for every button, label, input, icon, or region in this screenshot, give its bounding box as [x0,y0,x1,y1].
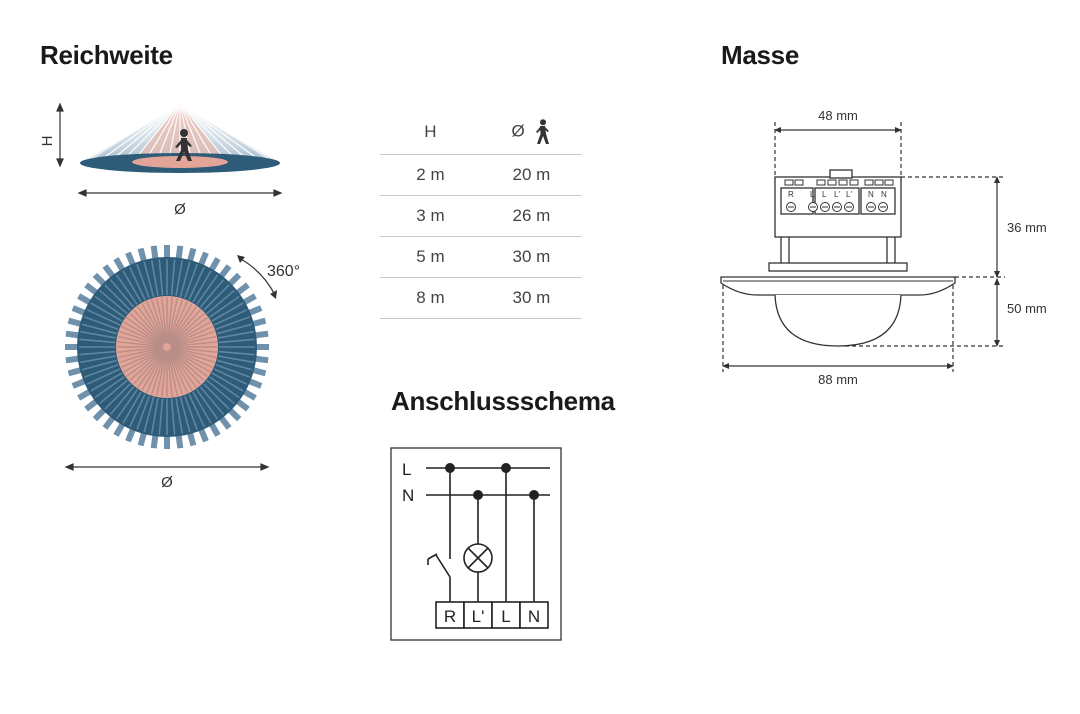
terminal-label: L' [846,190,852,199]
height-label: H [39,136,56,147]
header-diameter: Ø [481,110,582,155]
switch-icon [427,553,451,578]
line-label-l: L [402,460,411,479]
heading-dimensions: Masse [721,40,799,70]
top-diameter-arrow [64,463,270,471]
range-table: H Ø 2 m 20 m 3 m 26 m 5 m 30 m [380,110,582,319]
line-label-n: N [402,486,414,505]
terminal-label: L' [834,190,840,199]
width-top-label: 48 mm [818,108,858,123]
row-height: 2 m [380,154,481,196]
wiring-diagram: L N R L' L N [390,447,562,641]
terminal-label: N [868,190,874,199]
terminal-labels: R L L L' L' N N [788,190,887,199]
table-row: 8 m 30 m [380,277,582,319]
row-diameter: 30 m [480,236,582,278]
terminal-l-prime: L' [472,607,485,626]
row-height: 3 m [380,195,481,237]
table-row: 2 m 20 m [380,154,582,196]
rotation-arrow-icon [237,255,277,299]
walking-person-icon [175,129,192,161]
heading-range: Reichweite [40,40,173,70]
cone-diameter-arrow [77,189,283,197]
header-diameter-label: Ø [511,121,525,141]
row-diameter: 30 m [480,277,582,319]
row-diameter: 20 m [480,154,582,196]
dimension-drawing: 48 mm 36 mm 50 mm 88 mm R L L L' L' N N [720,108,1047,387]
terminal-label: L [810,190,815,199]
height-upper-label: 36 mm [1007,220,1047,235]
header-height: H [424,122,437,141]
top-diameter-label: Ø [161,474,173,491]
terminal-label: N [881,190,887,199]
terminal-r: R [444,607,456,626]
heading-wiring: Anschlussschema [391,386,615,416]
height-dimension-arrow [56,102,64,168]
height-lower-label: 50 mm [1007,301,1047,316]
detection-cone-diagram: H Ø [39,102,283,218]
terminal-label: R [788,190,794,199]
row-height: 8 m [380,277,481,319]
table-row: 5 m 30 m [380,236,582,278]
walking-person-icon [536,119,550,144]
range-table-header: H Ø [380,110,582,155]
terminal-n: N [528,607,540,626]
lamp-icon [463,543,493,573]
table-row: 3 m 26 m [380,195,582,237]
terminal-l: L [501,607,510,626]
row-diameter: 26 m [480,195,582,237]
terminal-label: L [822,190,827,199]
row-height: 5 m [380,236,481,278]
rotation-label: 360° [267,263,300,280]
cone-diameter-label: Ø [174,201,186,218]
width-total-label: 88 mm [818,372,858,387]
detection-area-top-view: 360° Ø [64,245,300,491]
